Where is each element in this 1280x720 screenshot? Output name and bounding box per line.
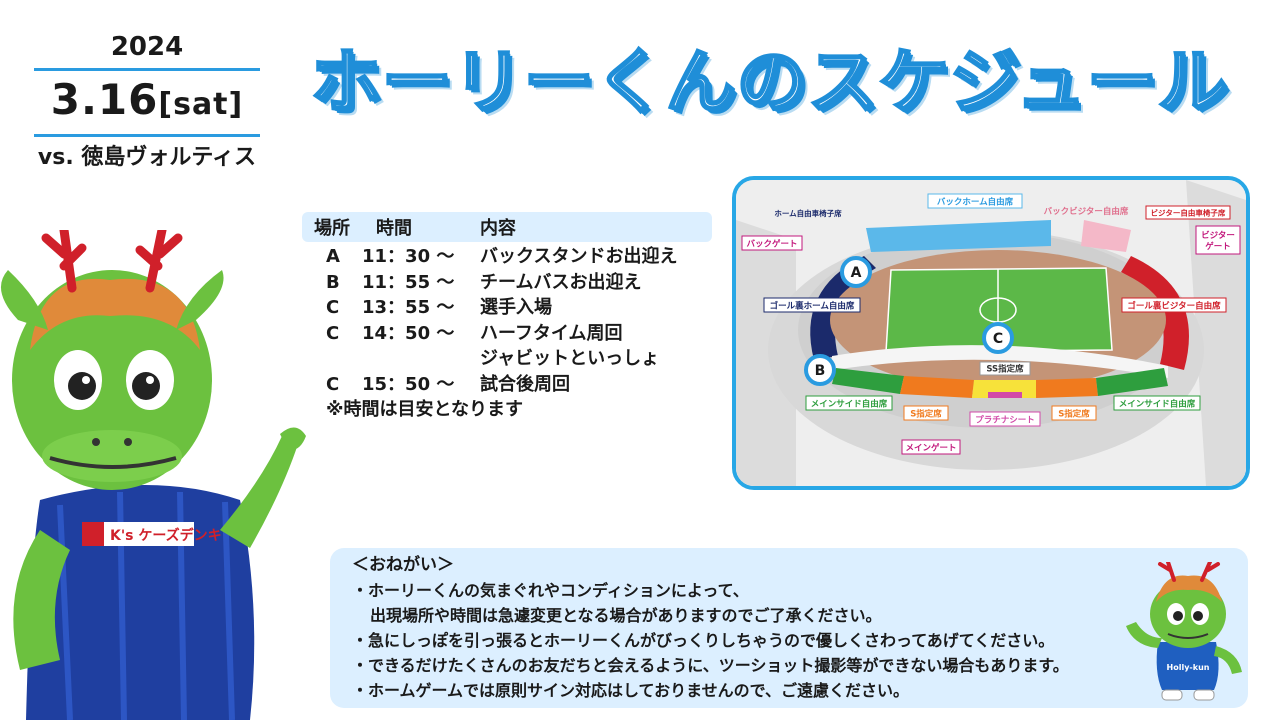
notice-item: ・急にしっぽを引っ張るとホーリーくんがびっくりしちゃうので優しくさわってあげてく… [352, 631, 1055, 650]
notice-item: ・ホーリーくんの気まぐれやコンディションによって、 [352, 581, 749, 600]
mascot-illustration: K's ケーズデンキ [0, 230, 306, 720]
table-row: A 11：30 〜 バックスタンドお出迎え [326, 244, 712, 270]
event-date-block: 2024 3.16[sat] vs. 徳島ヴォルティス [34, 30, 260, 175]
marker-c [982, 322, 1014, 354]
schedule-place: C [326, 297, 340, 318]
schedule-time: 15：50 〜 [362, 373, 455, 395]
stadium-map: バックホーム自由席 バックビジター自由席 ホーム自由車椅子席 ビジター自由車椅子… [732, 176, 1250, 490]
notice-item: ・ホームゲームでは原則サイン対応はしておりませんので、ご遠慮ください。 [352, 681, 909, 700]
schedule-content: バックスタンドお出迎え [480, 246, 678, 267]
label-s-reserved-right: S指定席 [1058, 409, 1090, 420]
table-row: C 14：50 〜 ハーフタイム周回 [326, 321, 712, 347]
back-home-seats [866, 220, 1051, 252]
schedule-time: 14：50 〜 [362, 322, 455, 344]
marker-a [840, 256, 872, 288]
mascot-small-illustration: Holly-kun [1126, 562, 1242, 701]
marker-a-label: A [851, 265, 862, 281]
schedule-header: 場所 時間 内容 [302, 212, 712, 242]
sponsor-logo: K's ケーズデンキ [110, 527, 222, 544]
event-year: 2024 [110, 32, 184, 62]
schedule-time: 11：30 〜 [362, 246, 455, 267]
s-reserved-left-seats [900, 376, 974, 398]
label-back-home: バックホーム自由席 [937, 197, 1014, 208]
label-main-side-right: メインサイド自由席 [1119, 399, 1196, 410]
schedule-place: C [326, 373, 340, 395]
event-opponent: vs. 徳島ヴォルティス [37, 145, 257, 170]
event-date: 3.16[sat] [34, 75, 260, 130]
schedule-header-content: 内容 [480, 218, 516, 239]
schedule-table: 場所 時間 内容 A 11：30 〜 バックスタンドお出迎え B 11：55 〜… [302, 212, 712, 423]
schedule-place [326, 346, 362, 372]
schedule-content: ハーフタイム周回 [480, 322, 623, 344]
table-row: B 11：55 〜 チームバスお出迎え [326, 270, 712, 296]
event-day-of-week: [sat] [158, 87, 244, 122]
label-visitor-wheelchair: ビジター自由車椅子席 [1151, 208, 1226, 218]
label-goal-home: ゴール裏ホーム自由席 [770, 301, 855, 312]
label-ss-reserved: SS指定席 [986, 364, 1024, 375]
notice-item: ・できるだけたくさんのお友だちと会えるように、ツーショット撮影等ができない場合も… [352, 656, 1069, 675]
notice-box: ＜おねがい＞ ・ホーリーくんの気まぐれやコンディションによって、 出現場所や時間… [330, 548, 1248, 708]
table-row: ジャビットといっしょ [326, 346, 712, 372]
schedule-time: 13：55 〜 [362, 297, 455, 318]
divider [34, 68, 260, 71]
schedule-content: ジャビットといっしょ [480, 348, 660, 369]
table-row: C 13：55 〜 選手入場 [326, 295, 712, 321]
schedule-content: 選手入場 [480, 297, 552, 318]
main-side-left-seats [832, 368, 904, 394]
label-back-visitor: バックビジター自由席 [1044, 206, 1129, 217]
marker-b-label: B [815, 363, 826, 379]
platinum-seats [988, 392, 1022, 398]
schedule-rows: A 11：30 〜 バックスタンドお出迎え B 11：55 〜 チームバスお出迎… [302, 244, 712, 397]
schedule-note: ※時間は目安となります [326, 399, 523, 420]
schedule-place: C [326, 322, 340, 344]
back-visitor-seats [1081, 220, 1131, 252]
label-back-gate: バックゲート [746, 239, 797, 250]
schedule-content: チームバスお出迎え [480, 271, 642, 293]
notice-title: ＜おねがい＞ [352, 555, 454, 575]
label-main-gate: メインゲート [905, 443, 956, 454]
table-row: C 15：50 〜 試合後周回 [326, 372, 712, 398]
schedule-time: 11：55 〜 [362, 271, 455, 293]
label-home-wheelchair: ホーム自由車椅子席 [774, 208, 842, 218]
stadium-map-svg: バックホーム自由席 バックビジター自由席 ホーム自由車椅子席 ビジター自由車椅子… [736, 180, 1246, 486]
label-visitor-gate: ビジター [1201, 230, 1235, 241]
schedule-header-time: 時間 [376, 218, 412, 239]
small-logo: Holly-kun [1167, 663, 1210, 672]
label-goal-visitor: ゴール裏ビジター自由席 [1127, 301, 1221, 312]
schedule-header-place: 場所 [314, 218, 350, 239]
label-main-side-left: メインサイド自由席 [811, 399, 888, 410]
pitch [886, 268, 1112, 352]
goal-home-seats [810, 256, 876, 360]
svg-text:ゲート: ゲート [1205, 241, 1231, 252]
event-date-number: 3.16 [50, 75, 159, 124]
marker-b [804, 354, 836, 386]
page-title: ホーリーくんのスケジュール [309, 40, 1230, 125]
main-side-right-seats [1096, 368, 1168, 396]
divider [34, 134, 260, 137]
goal-visitor-seats [1121, 256, 1189, 370]
marker-c-label: C [993, 331, 1003, 347]
schedule-content: 試合後周回 [480, 373, 570, 395]
notice-item: 出現場所や時間は急遽変更となる場合がありますのでご了承ください。 [370, 606, 882, 625]
label-platinum: プラチナシート [975, 415, 1035, 426]
schedule-place: A [326, 246, 340, 267]
schedule-place: B [326, 271, 340, 293]
schedule-time [362, 346, 480, 372]
label-s-reserved-left: S指定席 [910, 409, 942, 420]
s-reserved-right-seats [1036, 378, 1098, 398]
